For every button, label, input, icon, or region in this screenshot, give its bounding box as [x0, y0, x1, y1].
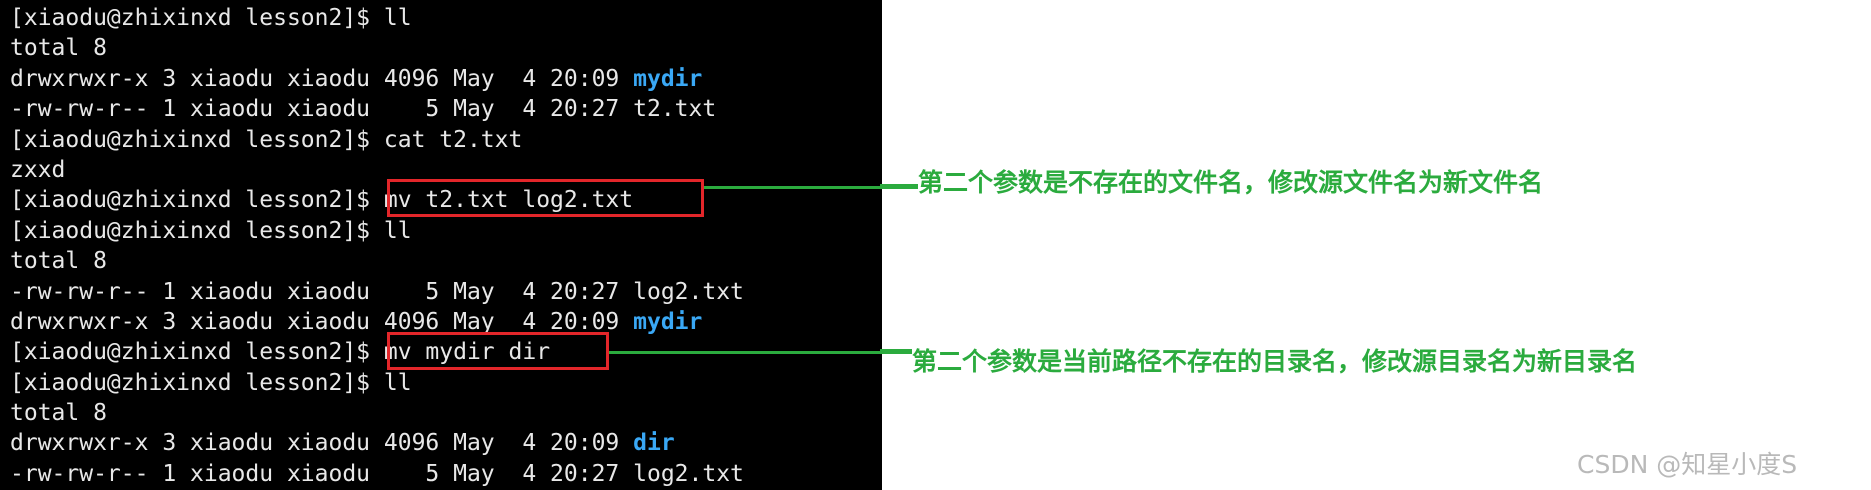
- terminal-line-text: [xiaodu@zhixinxd lesson2]$ cat t2.txt: [10, 126, 523, 153]
- terminal-line-text: [xiaodu@zhixinxd lesson2]$ ll: [10, 217, 412, 244]
- connector-line-1-tail: [880, 184, 918, 189]
- terminal-window[interactable]: [xiaodu@zhixinxd lesson2]$ ll total 8 drwx…: [0, 0, 882, 490]
- terminal-line: drwxrwxr-x 3 xiaodu xiaodu 4096 May 4 20…: [10, 307, 744, 337]
- terminal-line-text: total 8: [10, 248, 107, 275]
- terminal-line: [xiaodu@zhixinxd lesson2]$ cat t2.txt: [10, 125, 744, 155]
- watermark: CSDN @知星小度S: [1577, 450, 1798, 479]
- terminal-line-text: [xiaodu@zhixinxd lesson2]$ ll: [10, 369, 412, 396]
- directory-name: dir: [633, 430, 675, 457]
- directory-name: mydir: [633, 65, 703, 92]
- terminal-output: [xiaodu@zhixinxd lesson2]$ ll total 8 drwx…: [10, 3, 744, 489]
- annotation-rename-dir: 第二个参数是当前路径不存在的目录名，修改源目录名为新目录名: [912, 347, 1638, 376]
- terminal-line-text: zxxd: [10, 156, 66, 183]
- terminal-line: [xiaodu@zhixinxd lesson2]$ ll: [10, 216, 744, 246]
- terminal-line-text: drwxrwxr-x 3 xiaodu xiaodu 4096 May 4 20…: [10, 308, 634, 335]
- annotation-rename-file: 第二个参数是不存在的文件名，修改源文件名为新文件名: [918, 168, 1544, 197]
- directory-name: mydir: [633, 308, 703, 335]
- terminal-line-text: -rw-rw-r-- 1 xiaodu xiaodu 5 May 4 20:27…: [10, 460, 744, 487]
- terminal-line: [xiaodu@zhixinxd lesson2]$ mv t2.txt log…: [10, 185, 744, 215]
- terminal-line-text: total 8: [10, 400, 107, 427]
- terminal-line-text: [xiaodu@zhixinxd lesson2]$ mv t2.txt log…: [10, 187, 634, 214]
- terminal-line: -rw-rw-r-- 1 xiaodu xiaodu 5 May 4 20:27…: [10, 277, 744, 307]
- connector-line-2-tail: [880, 349, 912, 354]
- terminal-line: [xiaodu@zhixinxd lesson2]$ ll: [10, 3, 744, 33]
- connector-line-1: [704, 186, 904, 189]
- terminal-line-text: -rw-rw-r-- 1 xiaodu xiaodu 5 May 4 20:27…: [10, 96, 717, 123]
- terminal-line: drwxrwxr-x 3 xiaodu xiaodu 4096 May 4 20…: [10, 64, 744, 94]
- connector-line-2: [609, 351, 899, 354]
- highlight-box-mv-dir: [387, 332, 609, 370]
- terminal-line: total 8: [10, 398, 744, 428]
- highlight-box-mv-file: [387, 179, 704, 217]
- terminal-line: total 8: [10, 246, 744, 276]
- terminal-line: -rw-rw-r-- 1 xiaodu xiaodu 5 May 4 20:27…: [10, 459, 744, 489]
- terminal-line-text: -rw-rw-r-- 1 xiaodu xiaodu 5 May 4 20:27…: [10, 278, 744, 305]
- terminal-line-text: drwxrwxr-x 3 xiaodu xiaodu 4096 May 4 20…: [10, 65, 634, 92]
- terminal-line: -rw-rw-r-- 1 xiaodu xiaodu 5 May 4 20:27…: [10, 94, 744, 124]
- terminal-line: zxxd: [10, 155, 744, 185]
- terminal-line: [xiaodu@zhixinxd lesson2]$ ll: [10, 368, 744, 398]
- terminal-line-text: [xiaodu@zhixinxd lesson2]$ ll: [10, 5, 412, 31]
- terminal-line: total 8: [10, 33, 744, 63]
- terminal-line-text: total 8: [10, 35, 107, 62]
- terminal-line-text: drwxrwxr-x 3 xiaodu xiaodu 4096 May 4 20…: [10, 430, 634, 457]
- terminal-line: drwxrwxr-x 3 xiaodu xiaodu 4096 May 4 20…: [10, 428, 744, 458]
